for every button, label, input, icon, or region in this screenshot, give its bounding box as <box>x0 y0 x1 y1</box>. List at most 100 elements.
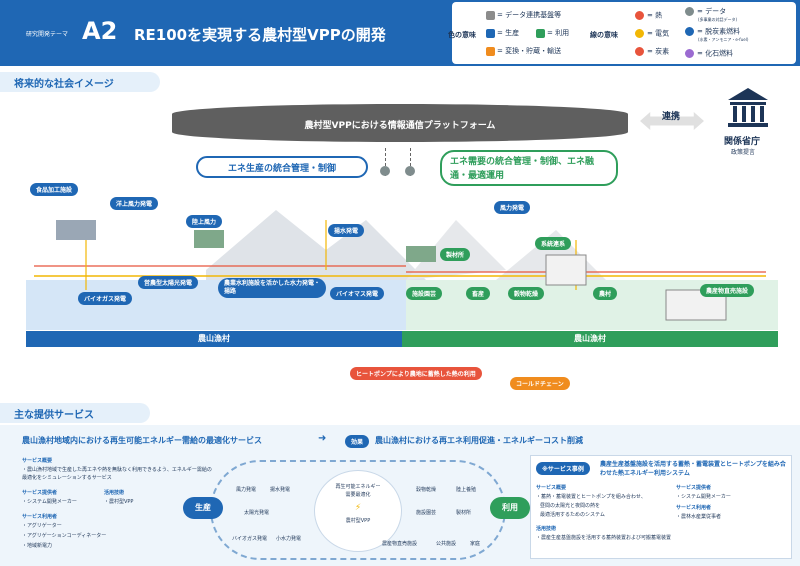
case-user: ・農林水産業従事者 <box>676 514 722 520</box>
case-overview-2: 最適活用するためのシステム <box>540 512 605 518</box>
user-0: ・アグリゲーター <box>22 523 62 529</box>
battery-icon: ⚡ <box>354 503 362 513</box>
cycle-item-smallhydro: 小水力発電 <box>276 536 302 542</box>
header-subtitle: 研究開発テーマ <box>26 31 69 38</box>
swatch-green <box>536 28 545 38</box>
cycle-item-pumped: 揚水発電 <box>270 487 291 493</box>
label-greenhouse: 施設園芸 <box>406 287 443 300</box>
cycle-center: 再生可能エネルギー 需要最適化 ⚡ 農村型VPP <box>314 470 402 552</box>
effect-text: 農山漁村における再エネ利用促進・エネルギーコスト削減 <box>375 436 583 445</box>
legend-box: 色の意味 = データ連携基盤等 = 生産 = 利用 = 変換・貯蔵・輸送 線の意… <box>448 2 796 64</box>
field-text: ・農村型VPP <box>104 499 134 505</box>
case-provider: ・システム開発メーカー <box>676 494 731 500</box>
ministry-sub: 政策提言 <box>731 149 756 156</box>
field-heading: 活用技術 <box>104 490 125 496</box>
label-grid: 系統連系 <box>535 237 572 250</box>
label-agri-pv: 営農型太陽光発電 <box>138 276 199 289</box>
electric-icon <box>634 28 645 39</box>
fuel-icon <box>684 26 695 37</box>
cycle-item-greenhouse: 施設園芸 <box>416 510 437 516</box>
overview-heading: サービス概要 <box>22 458 53 464</box>
legend-color-3: = 変換・貯蔵・輸送 <box>486 46 561 56</box>
label-pumped: 揚水発電 <box>328 224 365 237</box>
village-band-left: 農山漁村 <box>26 331 402 347</box>
legend-line-0: = 熱 <box>634 10 662 21</box>
label-hydro: 農業水利施設を活かした水力発電・揚路 <box>218 278 326 298</box>
platform-bar: 農村型VPPにおける情報通信プラットフォーム <box>172 104 628 142</box>
legend-color-heading: 色の意味 <box>448 31 476 39</box>
label-offshore: 洋上風力発電 <box>110 197 159 210</box>
label-products: 農産物直売施設 <box>700 284 755 297</box>
case-title: 農産生産基盤施設を活用する蓄熱・蓄電装置とヒートポンプを組み合わせた熱エネルギー… <box>600 461 786 477</box>
provider-heading: サービス提供者 <box>22 490 58 496</box>
case-tech-heading: 活用技術 <box>536 526 557 532</box>
case-tech: ・農産生産基盤施設を活用する蓄熱装置および可搬蓄電装置 <box>536 535 672 541</box>
swatch-blue <box>486 28 495 38</box>
overview-text: ・農山漁村地域で生産した再エネや熱を無駄なく利用できるよう、エネルギー需給の最適… <box>22 467 212 481</box>
legend-color-0: = データ連携基盤等 <box>486 10 561 20</box>
heat-icon <box>634 10 645 21</box>
data-line-2 <box>410 148 411 176</box>
ministry-title: 関係省庁 <box>724 137 761 147</box>
landscape-illustration <box>26 210 778 330</box>
link-arrow <box>640 112 704 130</box>
cycle-item-public: 公共施設 <box>436 541 457 547</box>
swatch-orange <box>486 46 495 56</box>
page-title: RE100を実現する農村型VPPの開発 <box>134 26 386 44</box>
village-band-right: 農山漁村 <box>402 331 778 347</box>
link-label: 連携 <box>662 112 681 122</box>
label-food: 食品加工施設 <box>30 183 79 196</box>
data-icon <box>684 6 695 17</box>
mgmt-demand: エネ需要の統合管理・制御、エネ融通・最適運用 <box>440 150 618 186</box>
case-overview-0: ・蓄熱・蓄電装置とヒートポンプを組み合わせ、 <box>536 494 646 500</box>
label-wind: 風力発電 <box>494 201 531 214</box>
data-node-icon <box>380 166 390 176</box>
user-1: ・アグリゲーションコーディネーター <box>22 533 107 539</box>
cycle-item-wind: 風力発電 <box>236 487 257 493</box>
label-village: 農村 <box>593 287 618 300</box>
label-biomass: バイオマス発電 <box>330 287 385 300</box>
arrow-right-icon: ➜ <box>318 433 327 444</box>
section-title-services: 主な提供サービス <box>0 403 150 423</box>
label-land-wind: 陸上風力 <box>186 215 223 228</box>
data-line-1 <box>385 148 386 176</box>
legend-line-4: = 脱炭素燃料(水素・アンモニア・e-fuel) <box>684 26 748 43</box>
header-code: A2 <box>82 17 118 45</box>
data-node-icon <box>405 166 415 176</box>
label-coldchain: コールドチェーン <box>510 377 570 390</box>
user-heading: サービス利用者 <box>22 514 58 520</box>
carbon-icon <box>634 46 645 57</box>
ministry-building-icon <box>728 88 768 127</box>
legend-line-3: = データ(多事業の対話データ) <box>684 6 737 23</box>
fossil-icon <box>684 48 695 59</box>
case-overview-1: 昼間の太陽光と夜間の熱を <box>540 503 601 509</box>
cycle-item-home: 家庭 <box>470 541 481 547</box>
case-overview-heading: サービス概要 <box>536 485 567 491</box>
label-drying: 穀物乾燥 <box>508 287 545 300</box>
cycle-item-shop: 農産物直売施設 <box>382 541 418 547</box>
user-2: ・地域新電力 <box>22 543 53 549</box>
cycle-item-aqua: 陸上養殖 <box>456 487 477 493</box>
legend-line-heading: 線の意味 <box>590 31 618 39</box>
cycle-use: 利用 <box>490 497 530 519</box>
mgmt-production: エネ生産の統合管理・制御 <box>196 156 368 178</box>
label-livestock: 畜産 <box>466 287 491 300</box>
case-provider-heading: サービス提供者 <box>676 485 712 491</box>
label-biogas: バイオガス発電 <box>78 292 133 305</box>
cycle-item-drying: 穀物乾燥 <box>416 487 437 493</box>
service-title: 農山漁村地域内における再生可能エネルギー需給の最適化サービス <box>22 436 262 445</box>
legend-line-1: = 電気 <box>634 28 669 39</box>
cycle-item-plant: 製材所 <box>456 510 472 516</box>
legend-line-2: = 炭素 <box>634 46 669 57</box>
swatch-gray <box>486 10 495 20</box>
case-tag: ※サービス事例 <box>536 462 590 475</box>
cycle-produce: 生産 <box>183 497 223 519</box>
legend-line-5: = 化石燃料 <box>684 48 733 59</box>
section-title-vision: 将来的な社会イメージ <box>0 72 160 92</box>
legend-color-1: = 生産 <box>486 28 519 38</box>
effect-tag: 効果 <box>345 435 370 448</box>
case-user-heading: サービス利用者 <box>676 505 712 511</box>
cycle-item-biogas: バイオガス発電 <box>232 536 268 542</box>
label-heatpump: ヒートポンプにより農地に蓄熱した熱の利用 <box>350 367 482 380</box>
cycle-item-solar: 太陽光発電 <box>244 510 270 516</box>
